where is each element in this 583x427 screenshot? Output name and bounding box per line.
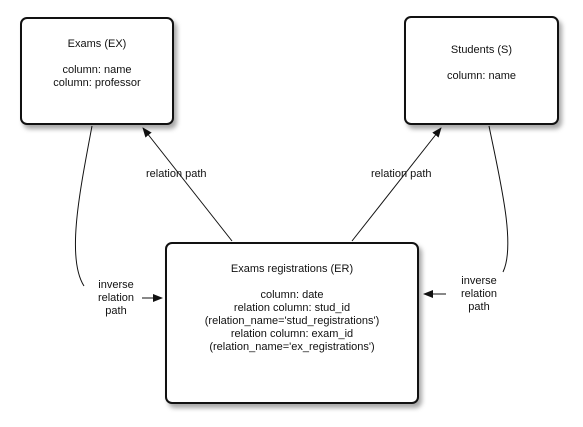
edge-label-line: relation (97, 292, 135, 304)
edge-inverse-exams-to-er (74, 125, 93, 287)
node-exams-line: column: professor (53, 77, 141, 89)
edge-label-line: path (468, 301, 490, 313)
edge-label-line: inverse (461, 275, 497, 287)
node-exams-registrations: Exams registrations (ER) column: date re… (165, 242, 419, 404)
node-students-title: Students (S) (450, 44, 513, 56)
edge-label-line: path (105, 305, 127, 317)
node-exams: Exams (EX) column: name column: professo… (20, 17, 174, 125)
node-er-line: column: date (260, 289, 324, 301)
node-er-line: relation column: exam_id (230, 328, 354, 340)
node-er-title: Exams registrations (ER) (230, 263, 354, 275)
node-er-line: relation column: stud_id (233, 302, 351, 314)
edge-relation-er-to-exams (142, 127, 233, 242)
node-er-line: (relation_name='stud_registrations') (204, 315, 380, 327)
node-exams-line: column: name (62, 64, 132, 76)
edge-label-line: inverse (98, 279, 134, 291)
edge-label-relation-left: relation path (146, 168, 207, 180)
edge-label-line: relation (460, 288, 498, 300)
edge-label-inverse-right: inverse relation path (449, 275, 509, 314)
edge-label-inverse-left: inverse relation path (86, 279, 146, 318)
node-students-line: column: name (446, 70, 517, 82)
edge-relation-er-to-students (351, 127, 442, 242)
node-exams-title: Exams (EX) (67, 38, 127, 50)
edge-inverse-students-to-er (488, 125, 509, 273)
node-er-line: (relation_name='ex_registrations') (209, 341, 375, 353)
edge-label-relation-right: relation path (371, 168, 432, 180)
node-students: Students (S) column: name (404, 16, 559, 125)
